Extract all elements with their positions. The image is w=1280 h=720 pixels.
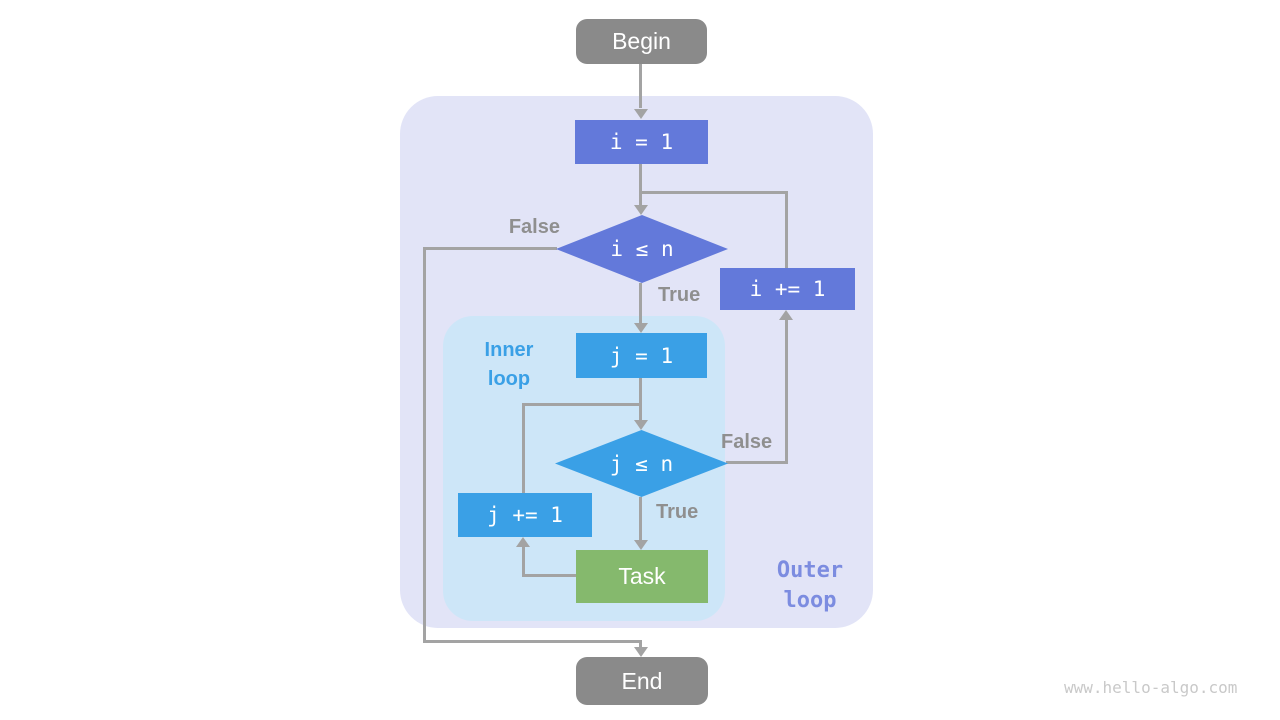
arrowhead-into-task — [634, 540, 648, 550]
edge-to-end-vertical — [639, 640, 642, 647]
outer-false-label: False — [508, 216, 560, 238]
outer-true-label: True — [658, 284, 701, 306]
edge-inc-j-return-vertical — [522, 403, 525, 493]
edge-outer-false-vertical — [423, 247, 426, 643]
init-i-node: i = 1 — [575, 120, 708, 164]
inner-loop-label: Inner loop — [484, 339, 534, 390]
task-node: Task — [576, 550, 708, 603]
arrowhead-into-inc-j — [516, 537, 530, 547]
edge-inc-i-return-horizontal — [640, 191, 788, 194]
init-j-node: j = 1 — [576, 333, 707, 378]
edge-inc-j-return-horizontal — [523, 403, 641, 406]
edge-init-j-to-cond-j — [639, 378, 642, 420]
edge-cond-i-true-to-init-j — [639, 283, 642, 323]
arrowhead-into-init-j — [634, 323, 648, 333]
edge-init-i-to-cond-i — [639, 164, 642, 205]
edge-task-to-inc-j-vertical — [522, 547, 525, 577]
edge-task-to-inc-j-horizontal — [523, 574, 576, 577]
edge-inner-false-vertical — [785, 320, 788, 464]
inner-false-label: False — [721, 431, 773, 453]
arrowhead-into-init-i — [634, 109, 648, 119]
end-node: End — [576, 657, 708, 705]
outer-loop-label: Outer loop — [776, 558, 844, 613]
arrowhead-into-cond-j — [634, 420, 648, 430]
edge-inc-i-return-vertical — [785, 191, 788, 268]
increment-i-node: i += 1 — [720, 268, 855, 310]
edge-outer-false-horizontal — [423, 247, 557, 250]
increment-j-node: j += 1 — [458, 493, 592, 537]
arrowhead-into-cond-i — [634, 205, 648, 215]
inner-true-label: True — [656, 501, 699, 523]
begin-node: Begin — [576, 19, 707, 64]
arrowhead-into-end — [634, 647, 648, 657]
edge-cond-j-true-to-task — [639, 497, 642, 540]
arrowhead-into-inc-i — [779, 310, 793, 320]
edge-inner-false-horizontal — [726, 461, 788, 464]
watermark: www.hello-algo.com — [1064, 678, 1238, 697]
edge-to-end-horizontal — [423, 640, 642, 643]
edge-begin-to-init-i — [639, 63, 642, 108]
